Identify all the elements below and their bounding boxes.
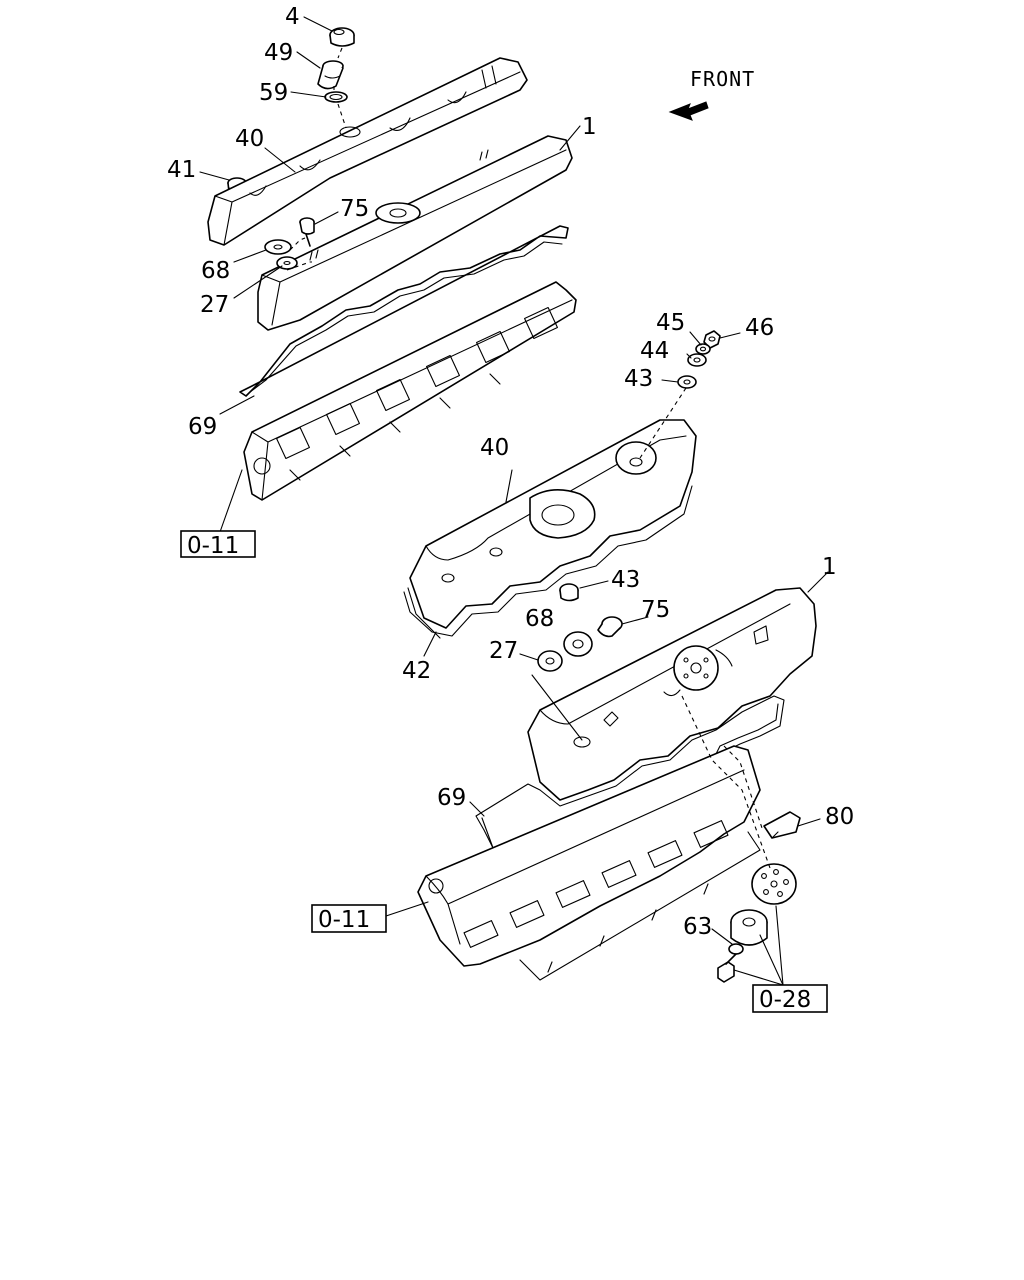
callout-27: 27	[200, 292, 229, 318]
callout-68: 68	[201, 258, 230, 284]
part-46-nut	[703, 330, 721, 349]
part-49-filler-neck	[317, 60, 344, 90]
part-75-bolt	[299, 217, 315, 247]
callout-45: 45	[656, 310, 685, 336]
part-43-lower-grommet	[559, 583, 579, 602]
part-27-lower-seal	[537, 650, 563, 672]
ref-box-lower-head-label: 0-11	[318, 907, 370, 933]
callout-75-lower: 75	[641, 597, 670, 623]
callout-1-lower: 1	[822, 554, 837, 580]
callout-4: 4	[285, 4, 300, 30]
idler-pulley	[730, 909, 768, 946]
part-63-washer	[728, 943, 744, 955]
callout-69-lower: 69	[437, 785, 466, 811]
upper-leader-lines	[199, 16, 581, 533]
ref-box-upper-head: 0-11	[180, 530, 256, 559]
idler-bolt	[717, 953, 737, 983]
part-40-upper-cover-shroud	[207, 57, 528, 246]
ref-box-pulley-label: 0-28	[759, 987, 811, 1013]
lower-callouts: 45 46 44 43 40 43 68 75 27 1 42 69 80 63	[402, 310, 854, 940]
callout-43-upper: 43	[624, 366, 653, 392]
part-45-washer	[695, 343, 711, 355]
part-43-upper-grommet	[677, 375, 697, 389]
callout-49: 49	[264, 40, 293, 66]
ref-box-lower-head: 0-11	[311, 904, 387, 933]
lower-leader-lines	[385, 331, 829, 986]
part-75-lower-stud	[597, 616, 623, 638]
callout-43-lower: 43	[611, 567, 640, 593]
upper-assembly: 4 49 59 40 1 41 75 68 27 69 0-11	[167, 4, 597, 559]
callout-80: 80	[825, 804, 854, 830]
front-label: FRONT	[690, 67, 755, 91]
callout-44: 44	[640, 338, 669, 364]
part-1-lower-valve-cover	[527, 587, 817, 801]
callout-1: 1	[582, 114, 597, 140]
callout-42: 42	[402, 658, 431, 684]
front-arrow-icon	[668, 101, 709, 121]
ref-box-pulley: 0-28	[752, 984, 828, 1013]
callout-69: 69	[188, 414, 217, 440]
part-80-bracket	[763, 811, 801, 839]
front-indicator: FRONT	[668, 67, 755, 121]
part-44-washer	[687, 353, 707, 367]
part-4-oil-cap	[329, 27, 355, 47]
part-68-lower-washer	[563, 631, 593, 657]
callout-63: 63	[683, 914, 712, 940]
callout-40-lower: 40	[480, 435, 509, 461]
lower-assembly: 45 46 44 43 40 43 68 75 27 1 42 69 80 63…	[311, 310, 854, 1013]
part-59-o-ring	[324, 91, 348, 103]
callout-41: 41	[167, 157, 196, 183]
part-1-upper-valve-cover	[257, 135, 573, 331]
ref-box-upper-head-label: 0-11	[187, 533, 239, 559]
part-69-upper-gasket	[239, 225, 569, 397]
callout-27-lower: 27	[489, 638, 518, 664]
callout-40: 40	[235, 126, 264, 152]
upper-callouts: 4 49 59 40 1 41 75 68 27 69	[167, 4, 597, 440]
callout-75: 75	[340, 196, 369, 222]
callout-68-lower: 68	[525, 606, 554, 632]
pulley-plate	[751, 863, 797, 905]
part-68-washer	[264, 239, 292, 255]
part-40-lower-cover-shroud	[409, 419, 697, 629]
callout-46: 46	[745, 315, 774, 341]
upper-cylinder-head	[243, 281, 577, 501]
callout-59: 59	[259, 80, 288, 106]
lower-cylinder-head	[417, 745, 761, 981]
